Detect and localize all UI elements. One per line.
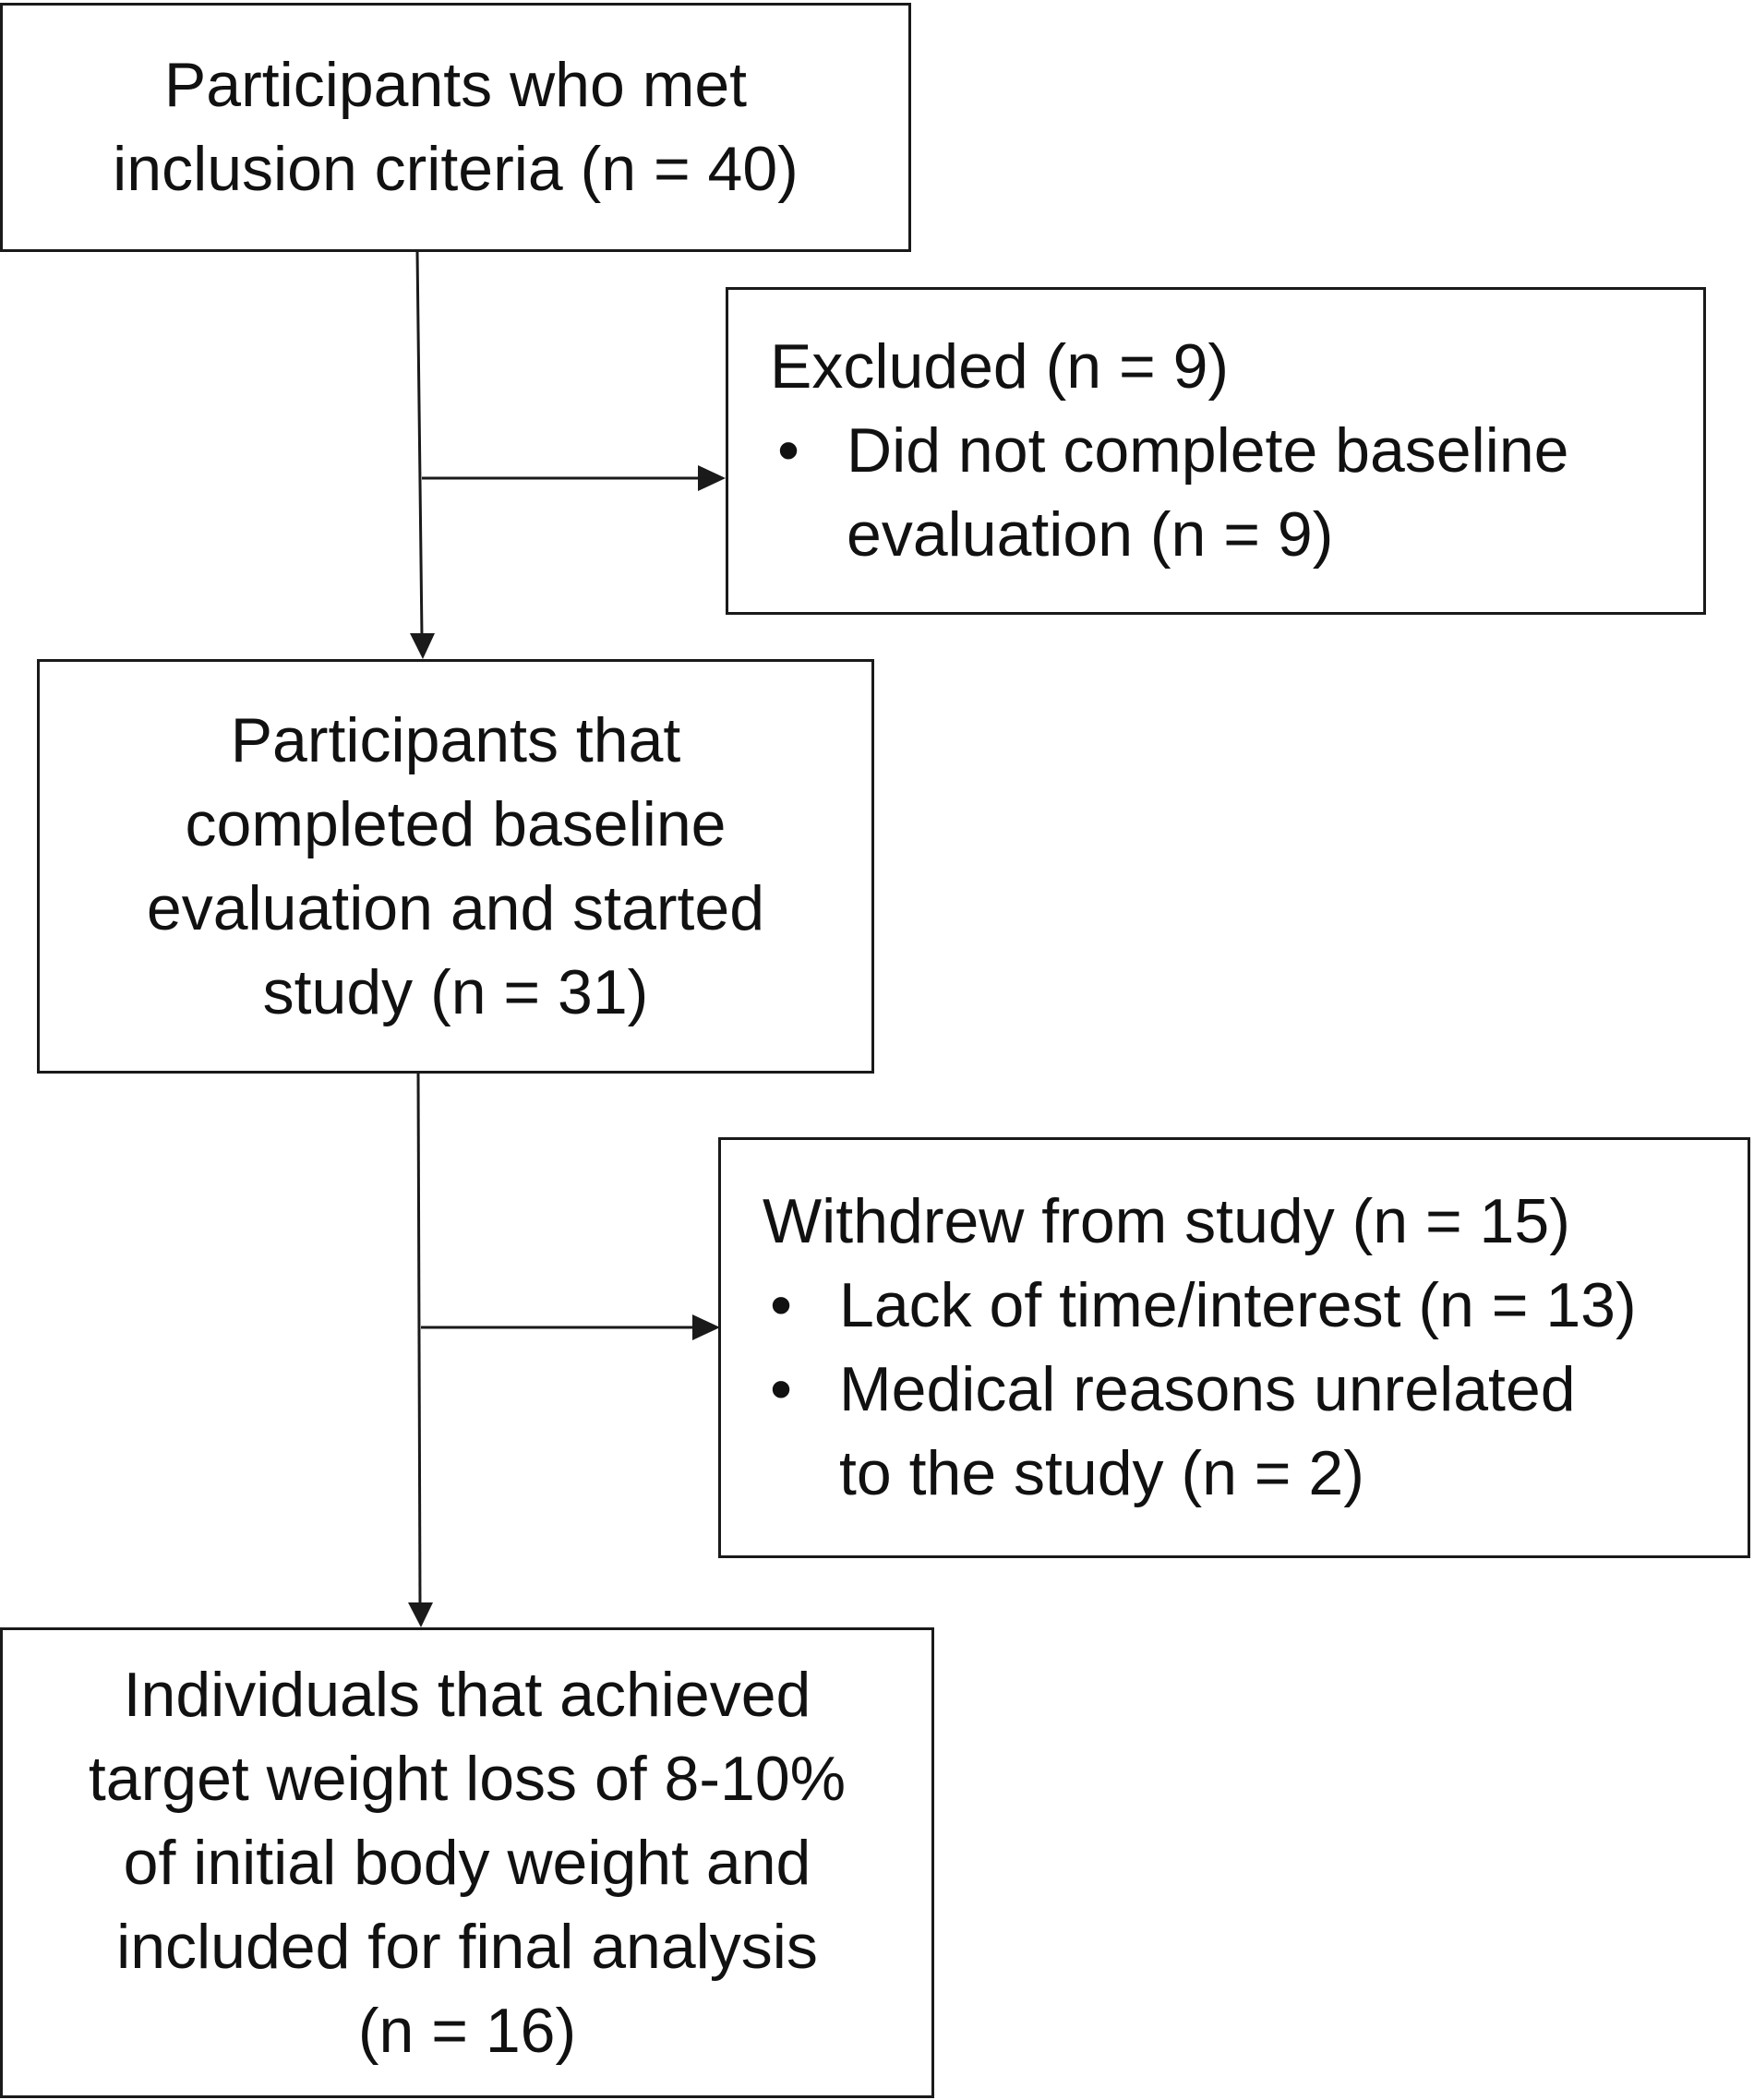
excluded-reasons-list: • Did not complete baseline evaluation (… <box>770 409 1703 577</box>
bullet-icon: • <box>770 1270 792 1340</box>
box-text-line: of initial body weight and <box>123 1827 811 1898</box>
list-item: • Lack of time/interest (n = 13) <box>763 1264 1748 1348</box>
list-item-text: Did not complete baseline <box>847 415 1569 486</box>
box-text-line: (n = 16) <box>357 1995 577 2066</box>
box-text-line: Individuals that achieved <box>123 1659 811 1730</box>
box-text-line: evaluation and started <box>146 872 765 943</box>
arrow-box2-to-box3 <box>416 1072 422 1607</box>
list-item-text: Medical reasons unrelated <box>839 1354 1576 1424</box>
list-item: • Medical reasons unrelated to the study… <box>763 1348 1748 1516</box>
box-excluded: Excluded (n = 9) • Did not complete base… <box>726 287 1706 615</box>
withdrew-reasons-list: • Lack of time/interest (n = 13) • Medic… <box>763 1264 1748 1516</box>
list-item: • Did not complete baseline evaluation (… <box>770 409 1703 577</box>
list-item-text: evaluation (n = 9) <box>847 499 1334 570</box>
box-withdrew: Withdrew from study (n = 15) • Lack of t… <box>718 1137 1750 1558</box>
box-text-line: target weight loss of 8-10% <box>88 1743 847 1814</box>
box-text-line: included for final analysis <box>116 1911 818 1982</box>
arrowhead-box2 <box>410 633 435 659</box>
box-text-line: completed baseline <box>185 788 727 859</box>
box-text-line: study (n = 31) <box>262 956 649 1027</box>
box-text-line: inclusion criteria (n = 40) <box>113 134 799 204</box>
excluded-heading: Excluded (n = 9) <box>770 331 1230 402</box>
arrowhead-box3 <box>408 1602 433 1627</box>
arrowhead-withdrew <box>692 1314 720 1340</box>
list-item-text: Lack of time/interest (n = 13) <box>839 1270 1637 1340</box>
withdrew-heading: Withdrew from study (n = 15) <box>763 1186 1570 1256</box>
box-final-analysis: Individuals that achieved target weight … <box>0 1627 934 2098</box>
box-text-line: Participants who met <box>163 50 748 120</box>
box-text-line: Participants that <box>230 704 681 775</box>
arrowhead-excluded <box>698 465 726 491</box>
arrow-box1-to-box2 <box>415 250 424 638</box>
list-item-text: to the study (n = 2) <box>839 1438 1364 1508</box>
bullet-icon: • <box>777 415 799 486</box>
box-met-inclusion-criteria: Participants who met inclusion criteria … <box>0 3 911 252</box>
bullet-icon: • <box>770 1354 792 1424</box>
box-completed-baseline: Participants that completed baseline eva… <box>37 659 874 1074</box>
